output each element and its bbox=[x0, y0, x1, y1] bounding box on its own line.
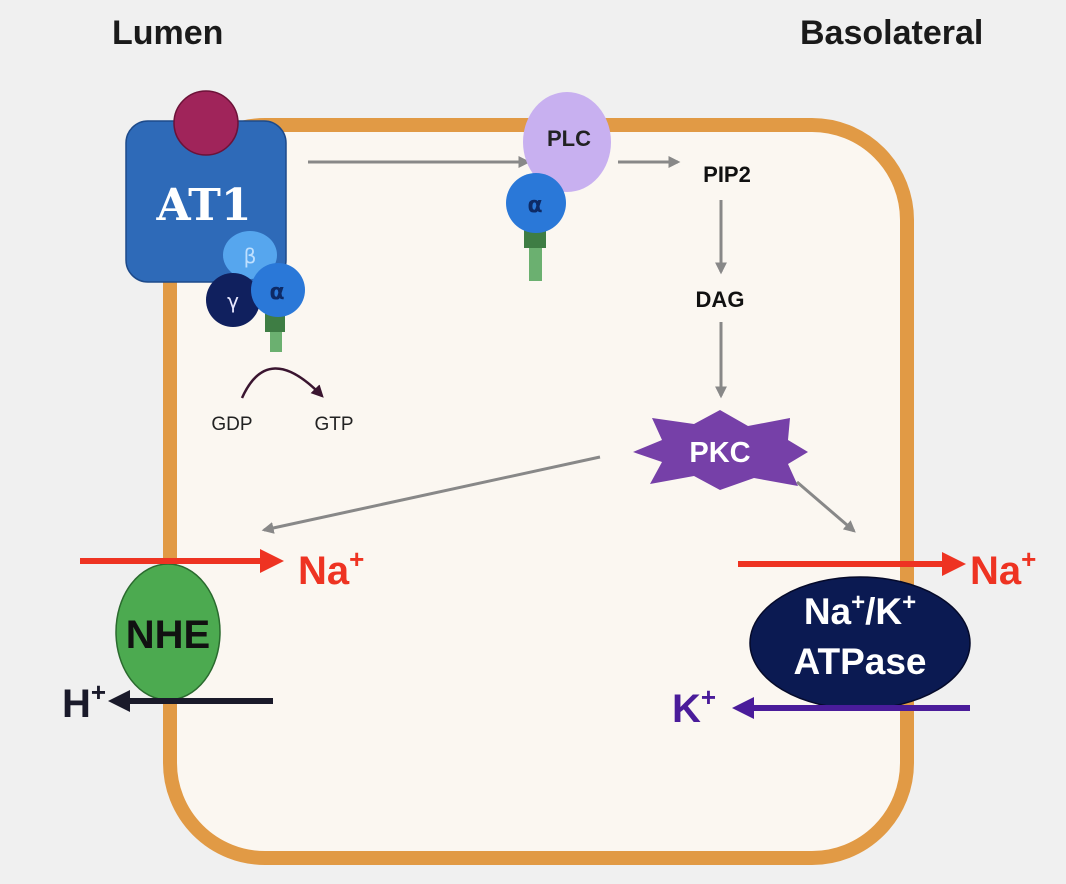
nhe-h-arrow-head bbox=[108, 690, 130, 712]
nhe-label: NHE bbox=[126, 613, 210, 657]
dag-label: DAG bbox=[696, 287, 745, 312]
atpase-na-ion: Na+ bbox=[970, 544, 1036, 593]
g-beta-subunit bbox=[223, 231, 277, 279]
atpase-k-symbol: K bbox=[672, 687, 701, 731]
nhe-na-ion: Na+ bbox=[298, 544, 364, 593]
pkc-to-atpase-arrow bbox=[796, 480, 856, 533]
at1-receptor: AT1 bbox=[125, 90, 287, 283]
atpase-slash-k: /K bbox=[865, 591, 902, 632]
nhe-exchanger: NHE bbox=[115, 563, 221, 701]
atpase-plus1: + bbox=[851, 589, 865, 616]
atpase-na-charge: + bbox=[1021, 544, 1036, 574]
atpase-plus2: + bbox=[902, 589, 916, 616]
plc-alpha-label: α bbox=[527, 193, 542, 218]
alpha-label: α bbox=[269, 280, 284, 305]
pkc-label: PKC bbox=[689, 437, 750, 469]
atpase-na: Na bbox=[804, 591, 852, 632]
pkc-kinase: PKC bbox=[633, 410, 808, 490]
g-alpha-anchor-upper bbox=[265, 312, 285, 332]
atpase-label-line1: Na+/K+ bbox=[804, 589, 916, 632]
gamma-label: γ bbox=[227, 289, 239, 313]
beta-label: β bbox=[244, 244, 257, 268]
gdp-gtp-exchange-arrow bbox=[240, 367, 324, 399]
plc-complex: PLC α bbox=[506, 92, 611, 281]
g-gamma-subunit bbox=[206, 273, 260, 327]
nhe-h-charge: + bbox=[91, 677, 106, 707]
lumen-label: Lumen bbox=[112, 14, 224, 52]
at1-label: AT1 bbox=[155, 180, 251, 231]
plc-label: PLC bbox=[547, 126, 591, 151]
pip2-label: PIP2 bbox=[703, 162, 751, 187]
g-alpha-anchor-lower bbox=[270, 332, 282, 352]
gdp-label: GDP bbox=[211, 414, 252, 435]
gtp-label: GTP bbox=[314, 414, 353, 435]
g-alpha-subunit bbox=[251, 263, 305, 317]
nhe-h-symbol: H bbox=[62, 682, 91, 726]
atpase-na-arrow-head bbox=[942, 552, 966, 576]
plc-alpha-subunit bbox=[506, 173, 566, 233]
ligand bbox=[173, 90, 239, 156]
nhe-h-ion: H+ bbox=[62, 677, 106, 726]
nhe-na-arrow-head bbox=[260, 549, 284, 573]
basolateral-label: Basolateral bbox=[800, 14, 984, 52]
g-protein-complex: β γ α bbox=[206, 231, 305, 352]
pkc-to-nhe-arrow bbox=[261, 455, 601, 534]
atpase-na-symbol: Na bbox=[970, 549, 1022, 593]
atpase-k-ion: K+ bbox=[672, 682, 716, 731]
nhe-na-charge: + bbox=[349, 544, 364, 574]
pkc-star bbox=[633, 410, 808, 490]
plc-body bbox=[523, 92, 611, 192]
atpase-k-charge: + bbox=[701, 682, 716, 712]
nhe-na-symbol: Na bbox=[298, 549, 350, 593]
plc-alpha-anchor-lower bbox=[529, 248, 542, 281]
na-k-atpase: Na+/K+ ATPase bbox=[749, 576, 971, 710]
atpase-label-line2: ATPase bbox=[794, 641, 927, 682]
atpase-k-arrow-head bbox=[732, 697, 754, 719]
